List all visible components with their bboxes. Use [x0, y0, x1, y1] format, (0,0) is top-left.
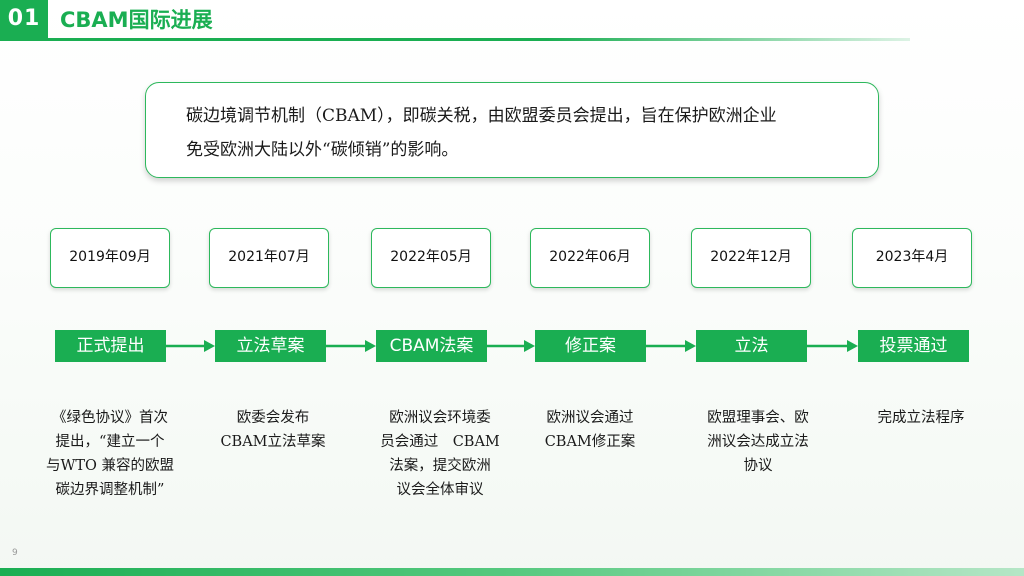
- timeline-step-1: 正式提出: [55, 330, 166, 362]
- intro-box: 碳边境调节机制（CBAM），即碳关税，由欧盟委员会提出，旨在保护欧洲企业 免受欧…: [145, 82, 879, 178]
- desc-line: 洲议会达成立法: [707, 434, 809, 450]
- page-number: 9: [12, 548, 18, 558]
- timeline-desc-4: 欧洲议会通过 CBAM修正案: [515, 406, 665, 454]
- arrow-right-icon: [646, 340, 696, 352]
- desc-line: CBAM立法草案: [220, 434, 326, 450]
- timeline-step-3: CBAM法案: [376, 330, 487, 362]
- timeline-desc-2: 欧委会发布 CBAM立法草案: [198, 406, 348, 454]
- timeline-date-3: 2022年05月: [371, 228, 491, 288]
- arrow-right-icon: [487, 340, 535, 352]
- desc-line: 欧洲议会通过: [546, 410, 634, 426]
- arrow-right-icon: [807, 340, 858, 352]
- desc-line: 欧盟理事会、欧: [707, 410, 809, 426]
- timeline-step-6: 投票通过: [858, 330, 969, 362]
- timeline-step-5: 立法: [696, 330, 807, 362]
- timeline-desc-5: 欧盟理事会、欧 洲议会达成立法 协议: [683, 406, 833, 478]
- timeline-desc-3: 欧洲议会环境委 员会通过 CBAM 法案，提交欧洲 议会全体审议: [365, 406, 515, 502]
- intro-line-1: 碳边境调节机制（CBAM），即碳关税，由欧盟委员会提出，旨在保护欧洲企业: [186, 106, 777, 126]
- desc-line: 协议: [743, 458, 773, 474]
- page-title: CBAM国际进展: [60, 8, 213, 32]
- arrow-right-icon: [166, 340, 215, 352]
- desc-line: 员会通过 CBAM: [380, 434, 500, 450]
- timeline-desc-6: 完成立法程序: [846, 406, 996, 430]
- timeline-date-1: 2019年09月: [50, 228, 170, 288]
- section-number-badge: 01: [0, 0, 48, 38]
- desc-line: 法案，提交欧洲: [389, 458, 491, 474]
- timeline-desc-1: 《绿色协议》首次 提出，“建立一个 与WTO 兼容的欧盟 碳边界调整机制”: [35, 406, 185, 502]
- timeline-step-2: 立法草案: [215, 330, 326, 362]
- timeline-date-6: 2023年4月: [852, 228, 972, 288]
- desc-line: CBAM修正案: [544, 434, 636, 450]
- timeline-date-4: 2022年06月: [530, 228, 650, 288]
- desc-line: 完成立法程序: [877, 410, 965, 426]
- arrow-right-icon: [326, 340, 376, 352]
- desc-line: 《绿色协议》首次: [52, 410, 168, 426]
- timeline-step-4: 修正案: [535, 330, 646, 362]
- intro-line-2: 免受欧洲大陆以外“碳倾销”的影响。: [186, 140, 459, 160]
- timeline-date-2: 2021年07月: [209, 228, 329, 288]
- desc-line: 欧洲议会环境委: [389, 410, 491, 426]
- desc-line: 欧委会发布: [236, 410, 310, 426]
- title-underline: [0, 38, 910, 41]
- desc-line: 议会全体审议: [396, 482, 484, 498]
- desc-line: 与WTO 兼容的欧盟: [45, 458, 175, 474]
- desc-line: 碳边界调整机制”: [55, 482, 165, 498]
- bottom-bar: [0, 568, 1024, 576]
- timeline-date-5: 2022年12月: [691, 228, 811, 288]
- desc-line: 提出，“建立一个: [55, 434, 165, 450]
